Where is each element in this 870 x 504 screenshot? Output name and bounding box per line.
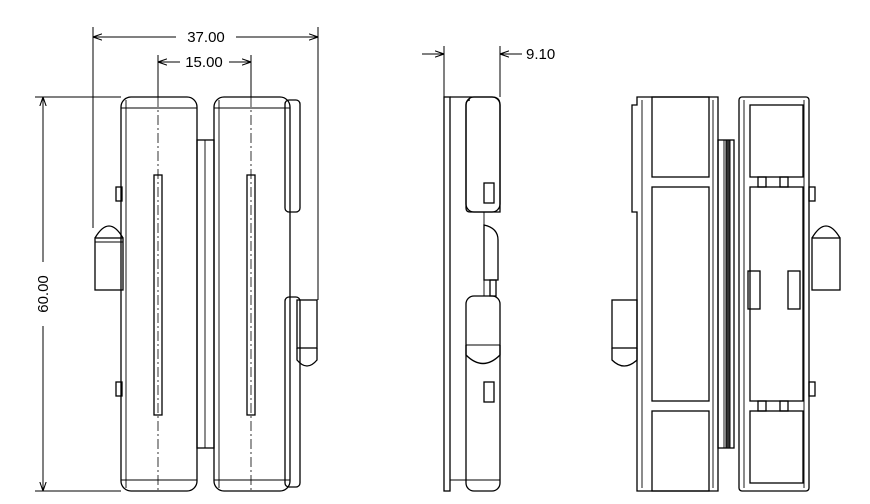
depth-label: 9.10 xyxy=(526,46,555,63)
back-left-frame xyxy=(631,96,719,492)
side-back-plate xyxy=(443,96,451,492)
front-view xyxy=(94,96,318,492)
overall-width-label: 37.00 xyxy=(187,29,225,46)
lower-rail xyxy=(284,296,301,488)
height-label: 60.00 xyxy=(35,275,52,313)
side-view xyxy=(443,96,501,492)
left-module-body xyxy=(120,96,198,492)
dimension-overall-width: 37.00 xyxy=(92,27,319,300)
pitch-label: 15.00 xyxy=(185,54,223,71)
dimension-height: 60.00 xyxy=(35,96,121,492)
side-upper-body xyxy=(450,96,501,213)
back-view xyxy=(611,96,841,492)
dimension-pitch: 15.00 xyxy=(157,54,252,97)
right-module-body xyxy=(213,96,291,492)
side-middle-connector xyxy=(483,224,499,281)
module-connector xyxy=(196,139,215,449)
side-lower-body xyxy=(465,295,501,492)
dimension-depth: 9.10 xyxy=(422,46,555,97)
left-latch xyxy=(94,237,124,291)
upper-rail xyxy=(284,99,301,213)
back-right-frame xyxy=(738,96,810,492)
right-latch xyxy=(296,299,318,349)
